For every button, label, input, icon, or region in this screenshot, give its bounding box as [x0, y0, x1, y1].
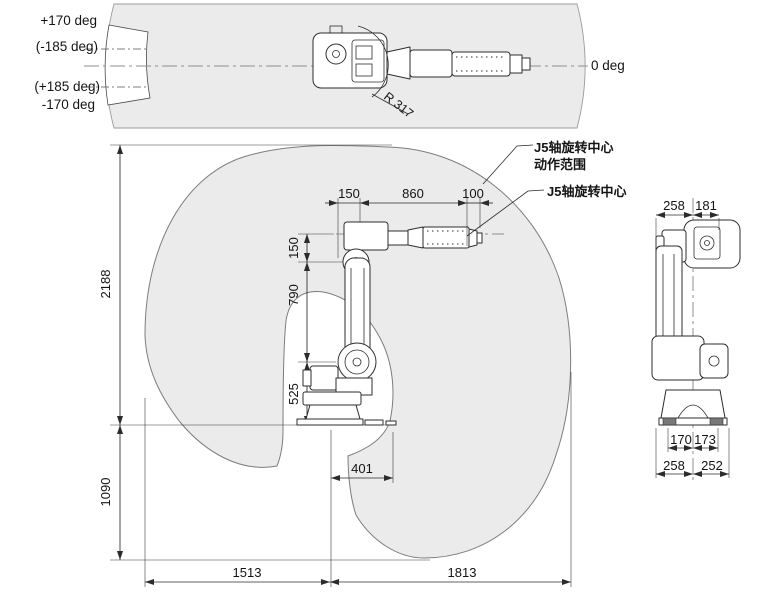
base-plate [296, 418, 364, 426]
side-dim-bottom: 258 252 [655, 458, 730, 478]
pedestal [305, 404, 361, 420]
dim-170-value: 170 [670, 432, 692, 447]
dim-100-value: 100 [462, 186, 484, 201]
plus185-label: (+185 deg) [34, 79, 100, 94]
robot-top-motor-hub [332, 50, 340, 58]
plus170-label: +170 deg [40, 13, 97, 28]
dim-860-value: 860 [402, 186, 424, 201]
forearm-taper [407, 226, 424, 249]
minus185-label: (-185 deg) [36, 39, 98, 54]
robot-top-view [312, 25, 531, 98]
dim-1513-value: 1513 [233, 565, 262, 580]
zero-deg-label: 0 deg [591, 58, 625, 73]
dim-173-value: 173 [694, 432, 716, 447]
robot-side-view [651, 219, 741, 426]
dim-790-value: 790 [286, 284, 301, 306]
dim-2188-value: 2188 [98, 270, 113, 299]
dim-258-bottom-value: 258 [663, 458, 685, 473]
side-wrist-inner [693, 226, 721, 260]
minus170-label: -170 deg [42, 97, 95, 112]
side-wrist-hub [704, 240, 710, 246]
j3-housing [343, 221, 389, 251]
robot-top-detail [329, 25, 343, 34]
dim-252-value: 252 [701, 458, 723, 473]
floor-pad [364, 419, 384, 426]
j5-range-label-line2: 动作范围 [534, 157, 586, 172]
tool-tip [476, 232, 483, 244]
robot-top-motor [325, 43, 347, 65]
robot-top-housing-detail2 [355, 63, 373, 77]
side-motor [699, 343, 729, 379]
robot-top-body [312, 32, 388, 89]
floor-pad2 [385, 420, 397, 426]
side-foot-pad-right [709, 417, 724, 426]
side-dim-top: 258 181 [655, 198, 720, 219]
j5-range-leader [482, 144, 534, 185]
dim-top-chain: 150 860 100 [325, 186, 493, 207]
j2-motor [309, 365, 339, 391]
side-view: 258 181 170 173 258 252 [651, 198, 741, 484]
robot-top-housing-detail [355, 45, 373, 60]
r317-swing-arc [357, 25, 389, 98]
j5-annotations: J5轴旋转中心 动作范围 J5轴旋转中心 [466, 140, 626, 237]
dim-1090: 1090 [98, 424, 124, 561]
robot-top-neck [386, 46, 411, 80]
side-shoulder [651, 335, 705, 381]
top-view: R 317 +170 deg (-185 deg) (+185 deg) -17… [34, 3, 625, 129]
dim-bottom-chain: 1513 1813 [144, 565, 572, 586]
dim-525-value: 525 [286, 383, 301, 405]
dim-2188: 2188 [98, 144, 124, 426]
wrist-cylinder [422, 226, 470, 249]
robot-top-upper-link [409, 49, 453, 78]
robot-top-flange [509, 54, 523, 74]
side-wrist-circle [699, 235, 715, 251]
front-view: 2188 1090 150 860 100 150 790 525 401 [98, 140, 626, 587]
j2-hub [352, 357, 362, 367]
working-envelope [144, 145, 572, 559]
dim-1090-value: 1090 [98, 478, 113, 507]
dim-150-side-value: 150 [286, 237, 301, 259]
j5-range-label-line1: J5轴旋转中心 [534, 140, 613, 155]
robot-top-wrist-cylinder [451, 51, 511, 77]
side-base-arch [677, 404, 709, 419]
j2-motor-cap [302, 369, 312, 387]
j5-center-leader [466, 189, 545, 237]
swivel-base [302, 391, 362, 406]
dim-150-top-value: 150 [338, 186, 360, 201]
dim-401-value: 401 [351, 461, 373, 476]
top-view-dead-zone-wedge [104, 24, 151, 106]
j2-joint-inner [344, 349, 370, 375]
side-foot-pad-left [662, 417, 677, 426]
side-base-plate [658, 417, 728, 426]
side-motor-hub [708, 355, 720, 367]
robot-top-housing [351, 39, 385, 83]
dim-258-top-value: 258 [663, 198, 685, 213]
dim-181-value: 181 [695, 198, 717, 213]
robot-front-view [296, 221, 504, 426]
side-dim-mid: 170 173 [667, 432, 719, 452]
dim-1813-value: 1813 [448, 565, 477, 580]
dim-401: 401 [330, 461, 394, 482]
robot-top-tool-tip [521, 57, 531, 71]
r317-leader-line [371, 93, 409, 115]
j5-center-label: J5轴旋转中心 [547, 184, 626, 199]
side-base [660, 389, 726, 419]
forearm-tube [387, 230, 409, 246]
j2-joint [337, 342, 377, 382]
